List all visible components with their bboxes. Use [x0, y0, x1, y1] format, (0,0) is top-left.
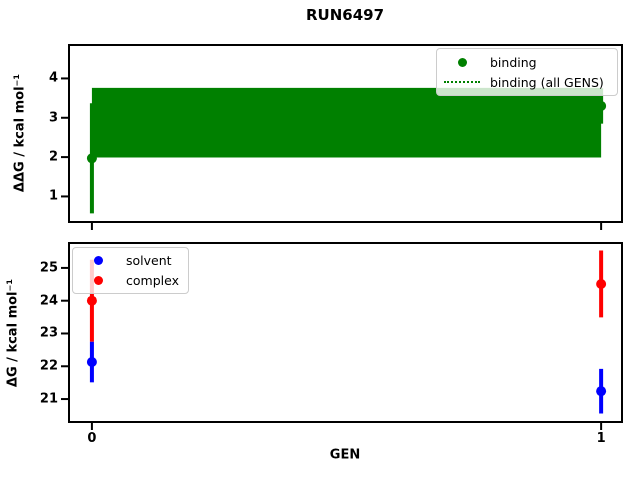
legend-entry-binding: binding — [443, 52, 611, 72]
y-tick-label: 23 — [39, 325, 58, 341]
legend-label: binding (all GENS) — [490, 74, 604, 90]
axes-spines — [68, 242, 623, 423]
binding-dot-icon — [457, 57, 467, 67]
complex-dot-icon — [93, 275, 103, 285]
y-tick-label: 4 — [48, 70, 58, 86]
legend-top: binding binding (all GENS) — [436, 48, 618, 96]
complex-marker — [86, 295, 97, 306]
legend-label: complex — [126, 272, 179, 288]
complex-marker — [596, 278, 607, 289]
y-tick-label: 24 — [39, 293, 58, 309]
y-tick-label: 21 — [39, 391, 58, 407]
x-tick-label: 1 — [596, 431, 606, 446]
solvent-dot-icon — [93, 256, 103, 266]
binding-marker — [596, 100, 607, 111]
x-tick-label: 0 — [87, 431, 97, 446]
top-y-axis-label: ΔΔG / kcal mol⁻¹ — [12, 73, 28, 193]
dotted-line-icon — [444, 81, 480, 83]
figure-title: RUN6497 — [305, 6, 385, 24]
bottom-y-axis-label: ΔG / kcal mol⁻¹ — [5, 278, 21, 388]
legend-entry-solvent: solvent — [79, 251, 182, 271]
legend-handle-box — [443, 57, 481, 67]
y-tick-label: 25 — [39, 260, 58, 276]
y-tick-label: 1 — [48, 188, 58, 204]
legend-bottom: solvent complex — [72, 247, 189, 294]
y-tick-label: 2 — [48, 149, 58, 165]
solvent-marker — [86, 357, 97, 368]
legend-label: solvent — [126, 253, 172, 269]
legend-handle-box — [79, 275, 117, 285]
y-tick-label: 3 — [48, 110, 58, 126]
legend-handle-box — [79, 256, 117, 266]
x-axis-label: GEN — [329, 447, 361, 463]
legend-entry-binding-all-gens: binding (all GENS) — [443, 72, 611, 92]
axes-spines — [68, 44, 623, 223]
binding-marker — [86, 153, 97, 164]
solvent-marker — [596, 386, 607, 397]
y-tick-label: 22 — [39, 358, 58, 374]
uncertainty-band — [91, 87, 602, 158]
legend-label: binding — [490, 54, 537, 70]
legend-handle-box — [443, 81, 481, 83]
legend-entry-complex: complex — [79, 271, 182, 291]
